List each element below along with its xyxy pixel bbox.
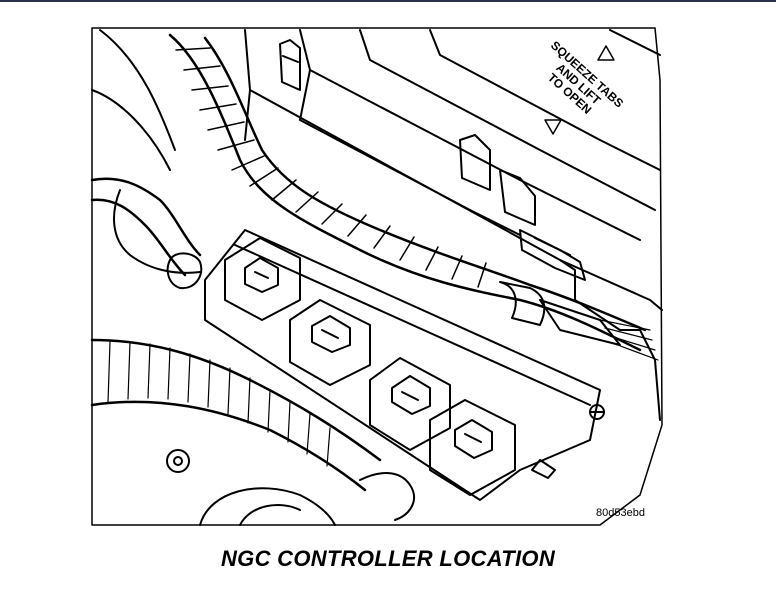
connector-3: [369, 357, 451, 451]
hose-left: [90, 29, 203, 290]
fastener-circle: [166, 449, 190, 473]
connector-bank: [204, 229, 601, 501]
connector-2: [289, 299, 371, 386]
figure-id: 80d53ebd: [596, 507, 645, 519]
connector-4: [429, 399, 516, 496]
frame-outline: [91, 27, 663, 526]
arrow-up: [597, 45, 615, 61]
lower-housing: [199, 459, 556, 526]
ground-stud: [589, 404, 605, 420]
connector-1: [224, 237, 301, 321]
top-rule: [0, 0, 776, 2]
hose-lower: [90, 338, 382, 492]
squeeze-tab-right: [459, 134, 586, 281]
controller-housing: [244, 29, 663, 421]
ngc-controller-illustration: [90, 27, 663, 526]
arrow-down: [544, 119, 562, 135]
wiring-harness-main: [168, 33, 659, 361]
squeeze-tab-left: [279, 39, 301, 91]
figure-caption: NGC CONTROLLER LOCATION: [220, 546, 556, 571]
